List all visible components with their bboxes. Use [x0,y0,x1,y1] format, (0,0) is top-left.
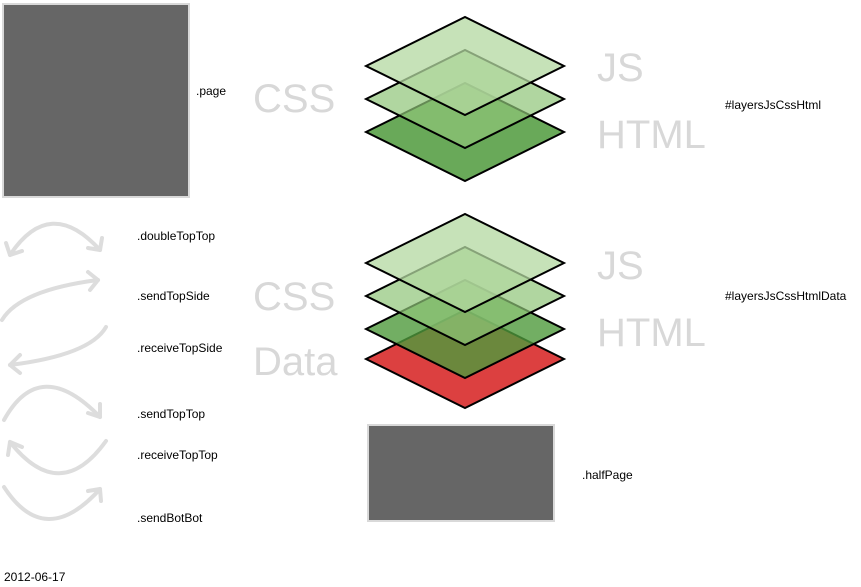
date-label: 2012-06-17 [4,570,66,584]
receive-top-side-icon [8,325,108,375]
stack2-html-label: HTML [597,311,706,355]
receive-top-top-label: .receiveTopTop [137,448,218,462]
stack1-css-label: CSS [253,77,336,121]
layer-stack-2 [363,212,567,410]
receive-top-side-label: .receiveTopSide [137,341,223,355]
stack1-layer-js [363,15,567,117]
send-top-side-label: .sendTopSide [137,289,210,303]
arrow-icons [0,221,108,521]
stack2-layer-js [363,212,567,314]
receive-top-top-icon [6,439,108,476]
stack2-css-label: CSS [253,275,336,319]
send-bot-bot-label: .sendBotBot [137,511,203,525]
send-top-side-icon [0,270,100,322]
stack1-js-label: JS [597,46,644,90]
half-page-box [367,424,555,522]
send-bot-bot-icon [2,485,103,521]
layers-js-css-html-label: #layersJsCssHtml [725,98,822,112]
stack2-data-label: Data [253,340,338,384]
double-top-top-label: .doubleTopTop [137,229,216,243]
page-label: .page [196,84,227,98]
send-top-top-icon [2,384,102,422]
half-page-label: .halfPage [582,468,633,482]
double-top-top-icon [4,221,104,257]
layer-stack-1 [363,15,567,183]
send-top-top-label: .sendTopTop [137,407,206,421]
stack2-js-label: JS [597,244,644,288]
stack1-html-label: HTML [597,113,706,157]
layers-js-css-html-data-label: #layersJsCssHtmlData [725,289,847,303]
page-box [2,3,190,198]
